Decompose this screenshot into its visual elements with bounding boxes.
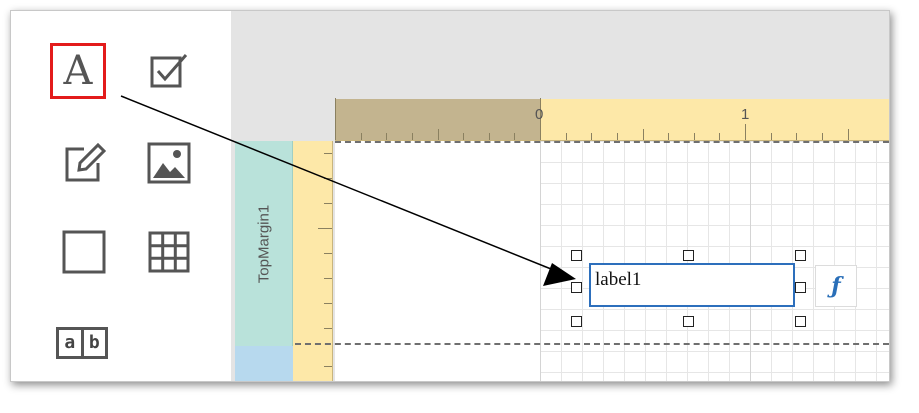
label-control-text: label1 — [595, 269, 642, 290]
label-tool[interactable]: A — [50, 43, 106, 99]
band-top-boundary — [335, 141, 889, 143]
smart-tag-button[interactable]: ƒ — [815, 265, 857, 307]
resize-handle-right[interactable] — [795, 282, 806, 293]
top-margin-band-caption[interactable]: TopMargin1 — [235, 141, 293, 346]
band-caption-text: TopMargin1 — [255, 204, 272, 283]
next-band-caption[interactable] — [235, 346, 293, 381]
resize-handle-bottom-right[interactable] — [795, 316, 806, 327]
report-designer-window: A — [10, 10, 890, 382]
horizontal-ruler: 0 1 — [335, 98, 889, 141]
report-canvas[interactable]: label1 ƒ — [295, 141, 889, 381]
resize-handle-left[interactable] — [571, 282, 582, 293]
design-surface: 0 1 TopMargin1 label1 — [231, 11, 889, 381]
function-icon: ƒ — [831, 273, 841, 299]
resize-handle-bottom[interactable] — [683, 316, 694, 327]
resize-handle-top-left[interactable] — [571, 250, 582, 261]
vertical-ruler — [293, 141, 333, 381]
resize-handle-bottom-left[interactable] — [571, 316, 582, 327]
toolbox-panel: A — [11, 11, 231, 381]
table-tool-icon — [148, 231, 190, 273]
table-tool[interactable] — [141, 224, 197, 280]
label-control[interactable]: label1 — [589, 263, 795, 307]
character-comb-tool[interactable]: a b — [54, 315, 110, 371]
edit-tool[interactable] — [56, 135, 112, 191]
resize-handle-top-right[interactable] — [795, 250, 806, 261]
label-tool-icon: A — [63, 48, 93, 94]
panel-tool[interactable] — [56, 224, 112, 280]
checkbox-tool-icon — [150, 54, 188, 88]
panel-tool-icon — [62, 230, 106, 274]
ruler-label-0: 0 — [535, 106, 544, 123]
resize-handle-top[interactable] — [683, 250, 694, 261]
picture-tool[interactable] — [141, 135, 197, 191]
band-bottom-boundary — [295, 343, 889, 345]
ruler-label-1: 1 — [741, 106, 750, 123]
character-comb-tool-icon: a b — [56, 327, 108, 359]
edit-tool-icon — [65, 142, 106, 182]
checkbox-tool[interactable] — [141, 43, 197, 99]
picture-tool-icon — [147, 142, 191, 184]
